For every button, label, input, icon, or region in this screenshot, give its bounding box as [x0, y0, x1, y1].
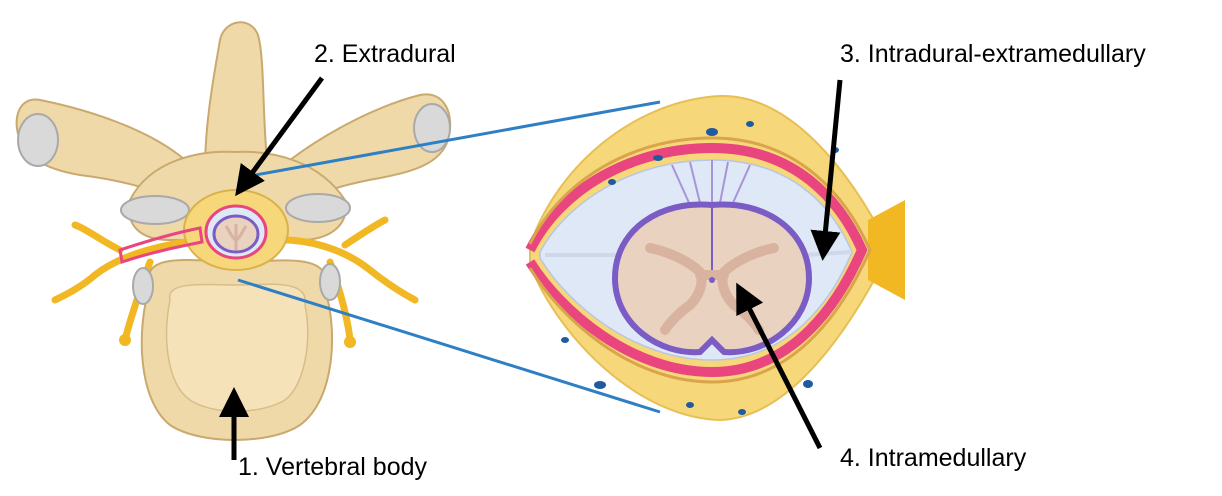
- dural-sleeve-left: [118, 226, 204, 264]
- arrow-intradural-extramedullary: [810, 79, 843, 261]
- left-articular-cartilage: [120, 195, 190, 225]
- vertebral-body-inner: [165, 283, 309, 412]
- central-canal: [709, 277, 715, 283]
- zoom-line-top: [249, 100, 661, 178]
- right-nerve-ganglion: [344, 336, 356, 348]
- dorsal-rootlets: [671, 160, 751, 206]
- label-intradural-extramedullary: 3. Intradural-extramedullary: [840, 40, 1146, 68]
- left-pedicle-cartilage: [132, 267, 154, 305]
- arrow-extradural: [235, 76, 325, 197]
- right-articular-cartilage: [285, 193, 351, 223]
- epidural-vessels: [561, 121, 839, 415]
- nerve-root-stub: [868, 200, 905, 300]
- magnified-cross-section: [525, 94, 905, 422]
- zoom-line-bottom: [237, 278, 661, 414]
- right-pedicle-cartilage: [319, 263, 341, 301]
- vertebra-illustration: [15, 21, 452, 441]
- label-vertebral-body: 1. Vertebral body: [238, 453, 428, 481]
- gray-matter: [645, 243, 779, 335]
- dura-mater: [525, 142, 868, 378]
- right-facet-cartilage: [413, 103, 451, 153]
- label-extradural: 2. Extradural: [314, 40, 456, 68]
- left-facet-cartilage: [17, 113, 59, 167]
- label-intramedullary: 4. Intramedullary: [840, 444, 1027, 472]
- gray-matter-small: [224, 224, 248, 250]
- arrow-intramedullary: [736, 282, 823, 450]
- dura-outer-lining: [528, 136, 872, 384]
- left-nerve-ganglion: [119, 334, 131, 346]
- spinous-process: [203, 21, 270, 171]
